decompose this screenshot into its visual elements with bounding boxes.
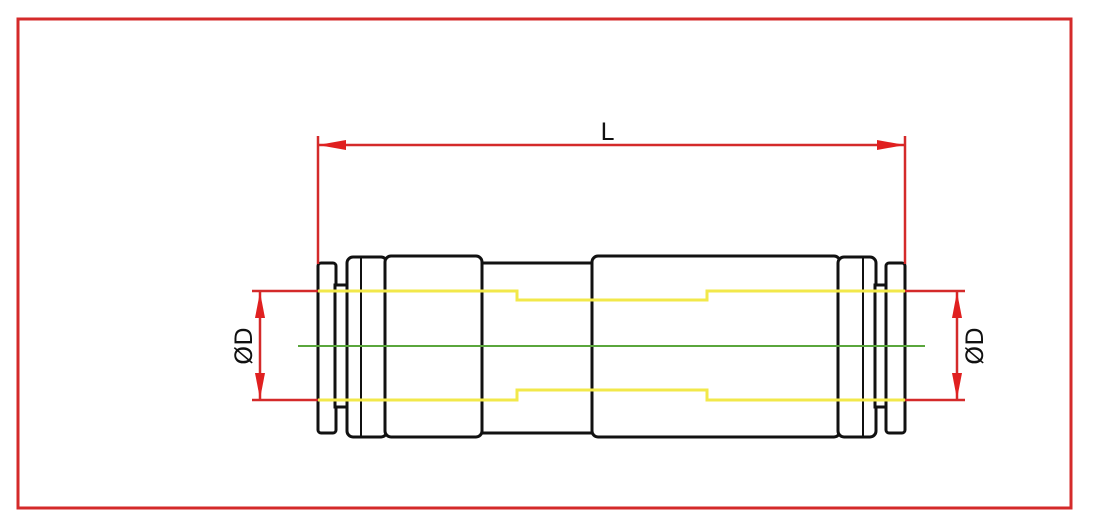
diameter-dimension-left: ØD [230, 289, 318, 402]
arrow-right [877, 140, 905, 150]
diameter-label-right: ØD [961, 327, 989, 364]
arrow-left [318, 140, 346, 150]
length-label: L [600, 118, 614, 146]
diameter-dimension-right: ØD [905, 289, 989, 402]
drawing-frame [16, 17, 1073, 510]
center-neck [478, 261, 596, 435]
length-dimension: L [316, 118, 907, 264]
right-collet-ring [884, 261, 907, 435]
bore-lines [318, 289, 905, 402]
left-collet-ring [316, 261, 338, 435]
diameter-label-left: ØD [230, 327, 258, 364]
